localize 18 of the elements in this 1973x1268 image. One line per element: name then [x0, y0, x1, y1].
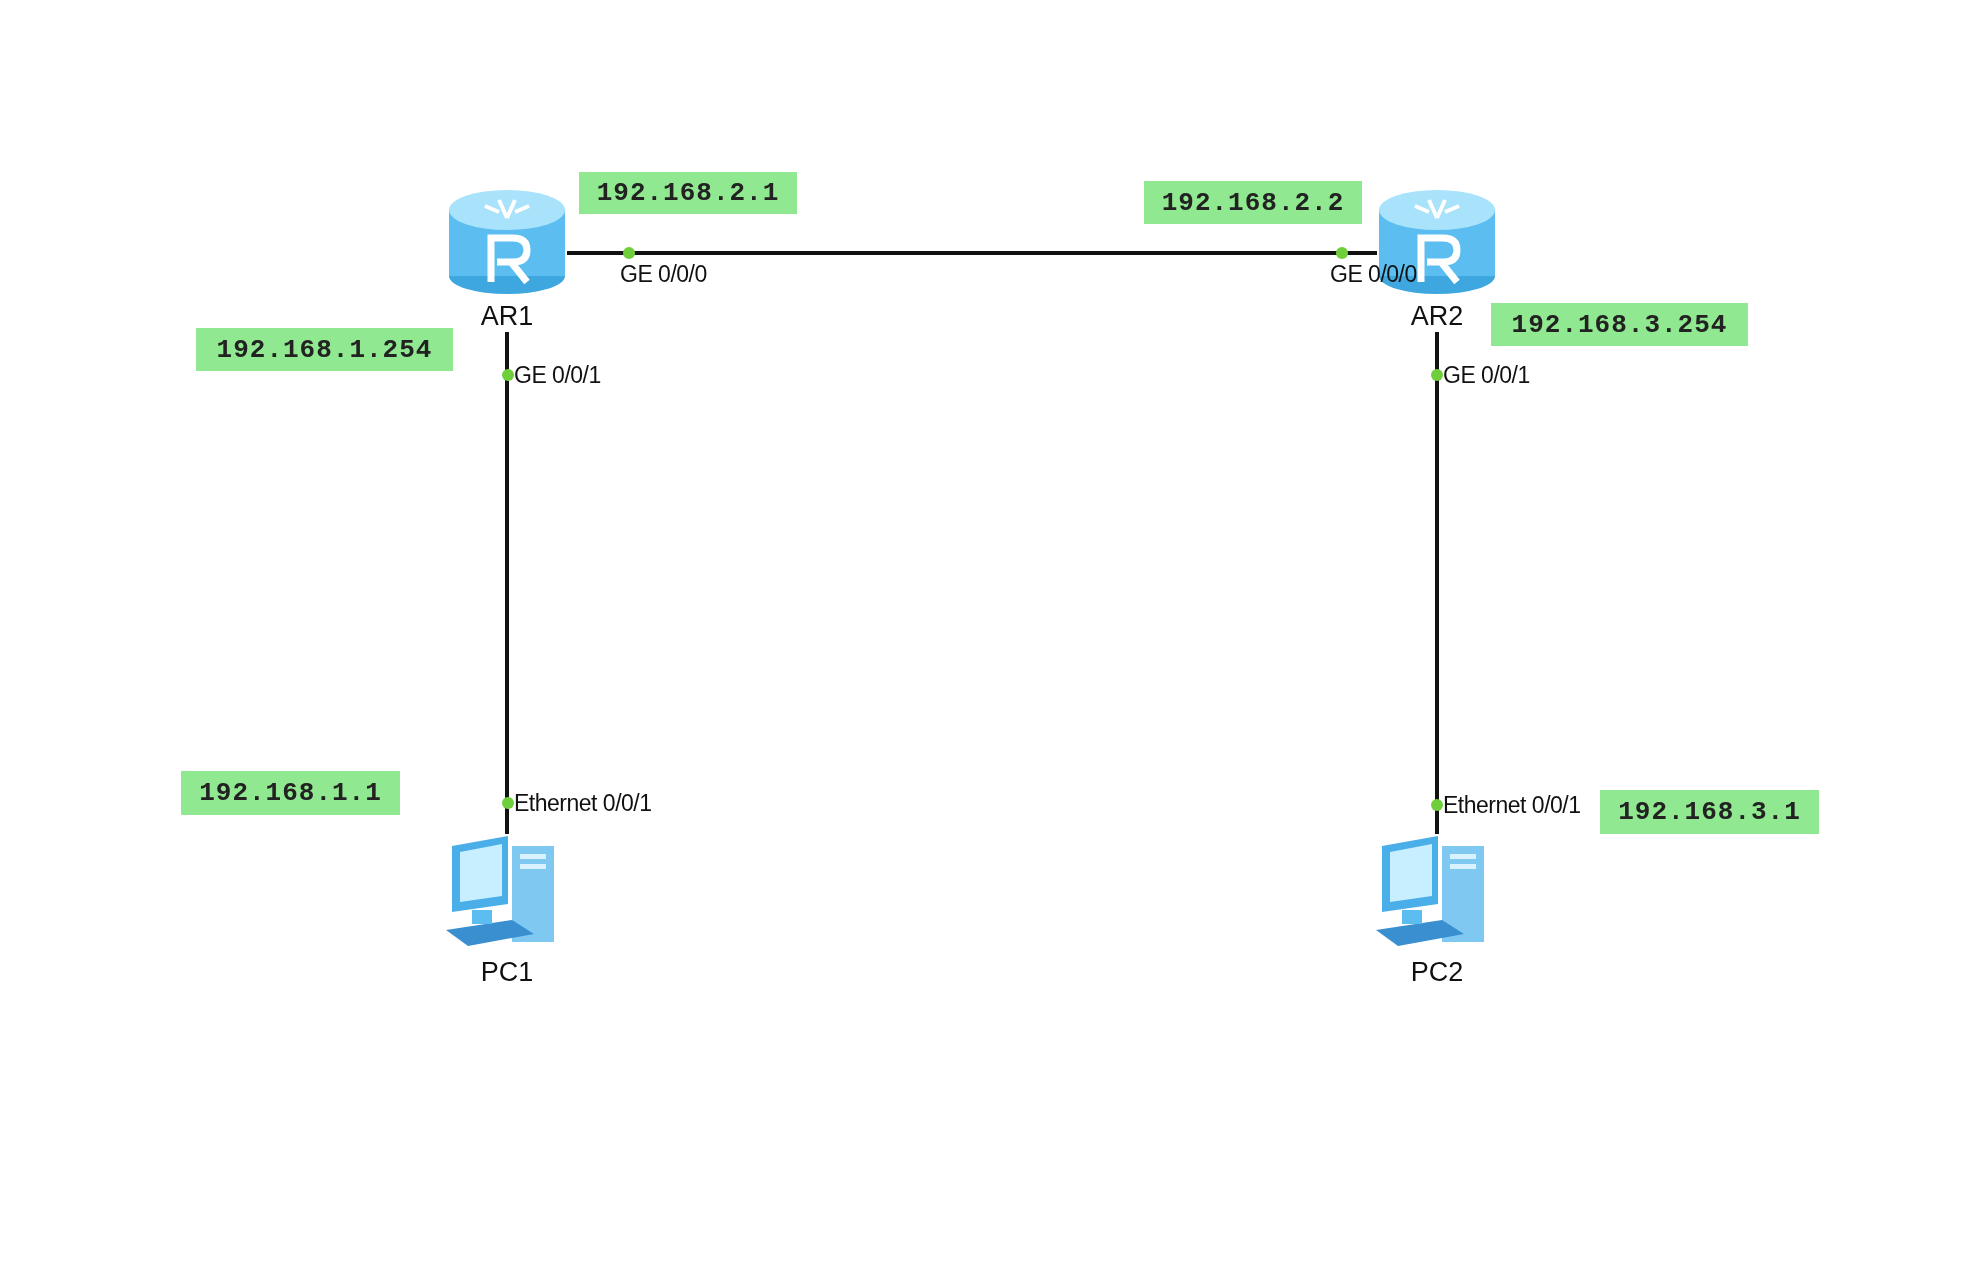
cable-line: [505, 332, 509, 834]
cable-line: [567, 251, 1377, 255]
ip-address-label: 192.168.2.2: [1144, 181, 1362, 224]
ip-address-label: 192.168.1.1: [181, 771, 400, 815]
interface-label: Ethernet 0/0/1: [514, 790, 652, 816]
interface-label: Ethernet 0/0/1: [1443, 792, 1581, 818]
ip-address-label: 192.168.3.1: [1600, 790, 1819, 834]
device-name: AR1: [480, 300, 534, 332]
ip-address-label: 192.168.3.254: [1491, 303, 1748, 346]
ip-address-label: 192.168.1.254: [196, 328, 453, 371]
interface-label: GE 0/0/1: [1443, 362, 1530, 388]
ip-address-label: 192.168.2.1: [579, 172, 797, 214]
device-name: PC2: [1410, 956, 1464, 988]
interface-label: GE 0/0/0: [620, 261, 707, 287]
device-name: PC1: [480, 956, 534, 988]
cable-line: [1435, 332, 1439, 834]
interface-label: GE 0/0/1: [514, 362, 601, 388]
device-name: AR2: [1410, 300, 1464, 332]
